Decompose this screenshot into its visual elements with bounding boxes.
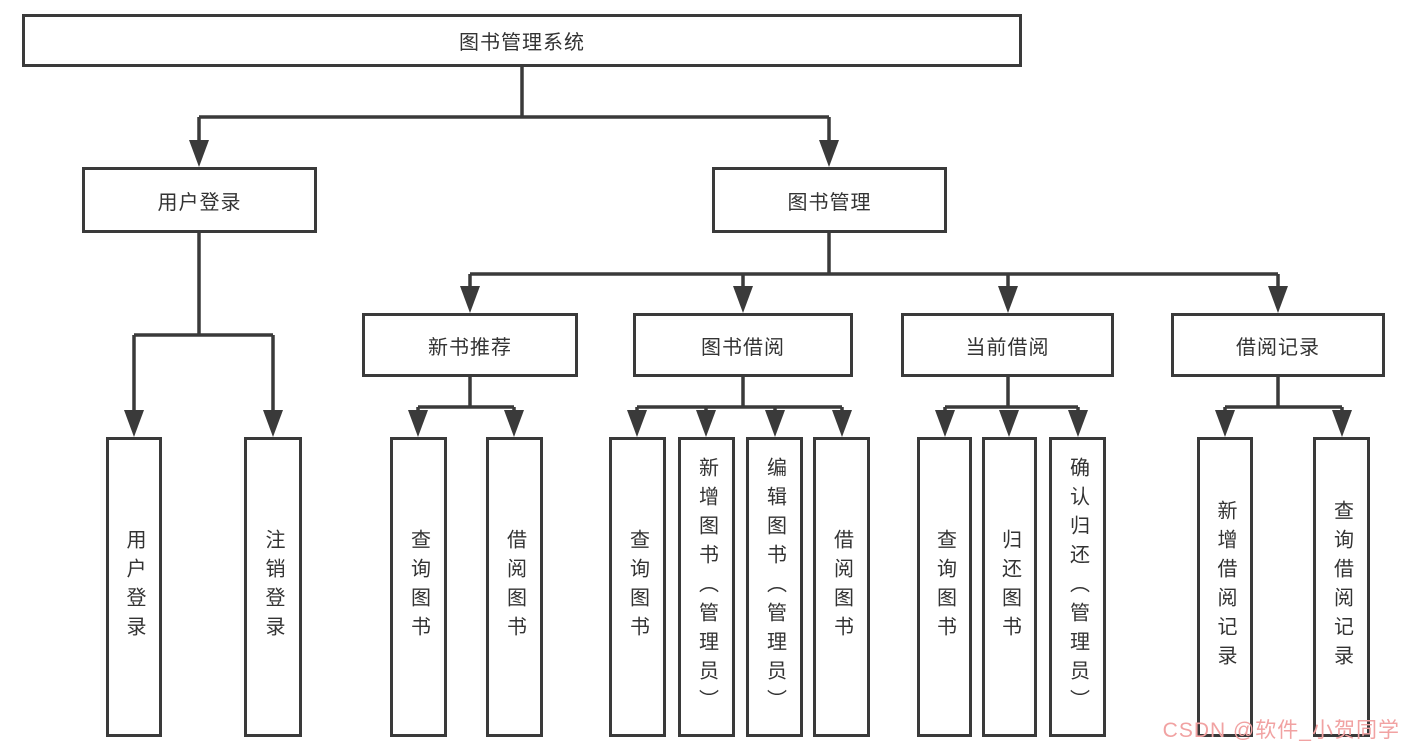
node-book-borrowing: 图书借阅 xyxy=(633,313,853,377)
leaf-borrow-books-recommend: 借阅图书 xyxy=(486,437,543,737)
leaf-user-login: 用户登录 xyxy=(106,437,162,737)
node-library-management-system: 图书管理系统 xyxy=(22,14,1022,67)
arrowheads xyxy=(124,140,1352,437)
leaf-confirm-return-admin: 确认归还（管理员） xyxy=(1049,437,1106,737)
node-borrowing-records: 借阅记录 xyxy=(1171,313,1385,377)
leaf-return-books: 归还图书 xyxy=(982,437,1037,737)
node-new-book-recommend: 新书推荐 xyxy=(362,313,578,377)
leaf-query-borrow-record: 查询借阅记录 xyxy=(1313,437,1370,737)
leaf-logout-login: 注销登录 xyxy=(244,437,302,737)
node-book-management: 图书管理 xyxy=(712,167,947,233)
leaf-borrow-books-borrowing: 借阅图书 xyxy=(813,437,870,737)
leaf-query-books-borrowing: 查询图书 xyxy=(609,437,666,737)
node-user-login: 用户登录 xyxy=(82,167,317,233)
leaf-add-books-admin: 新增图书（管理员） xyxy=(678,437,735,737)
csdn-watermark: CSDN @软件_小贺同学 xyxy=(1162,719,1400,742)
node-current-borrowing: 当前借阅 xyxy=(901,313,1114,377)
leaf-add-borrow-record: 新增借阅记录 xyxy=(1197,437,1253,737)
leaf-edit-books-admin: 编辑图书（管理员） xyxy=(746,437,803,737)
leaf-query-books-recommend: 查询图书 xyxy=(390,437,447,737)
leaf-query-books-current: 查询图书 xyxy=(917,437,972,737)
